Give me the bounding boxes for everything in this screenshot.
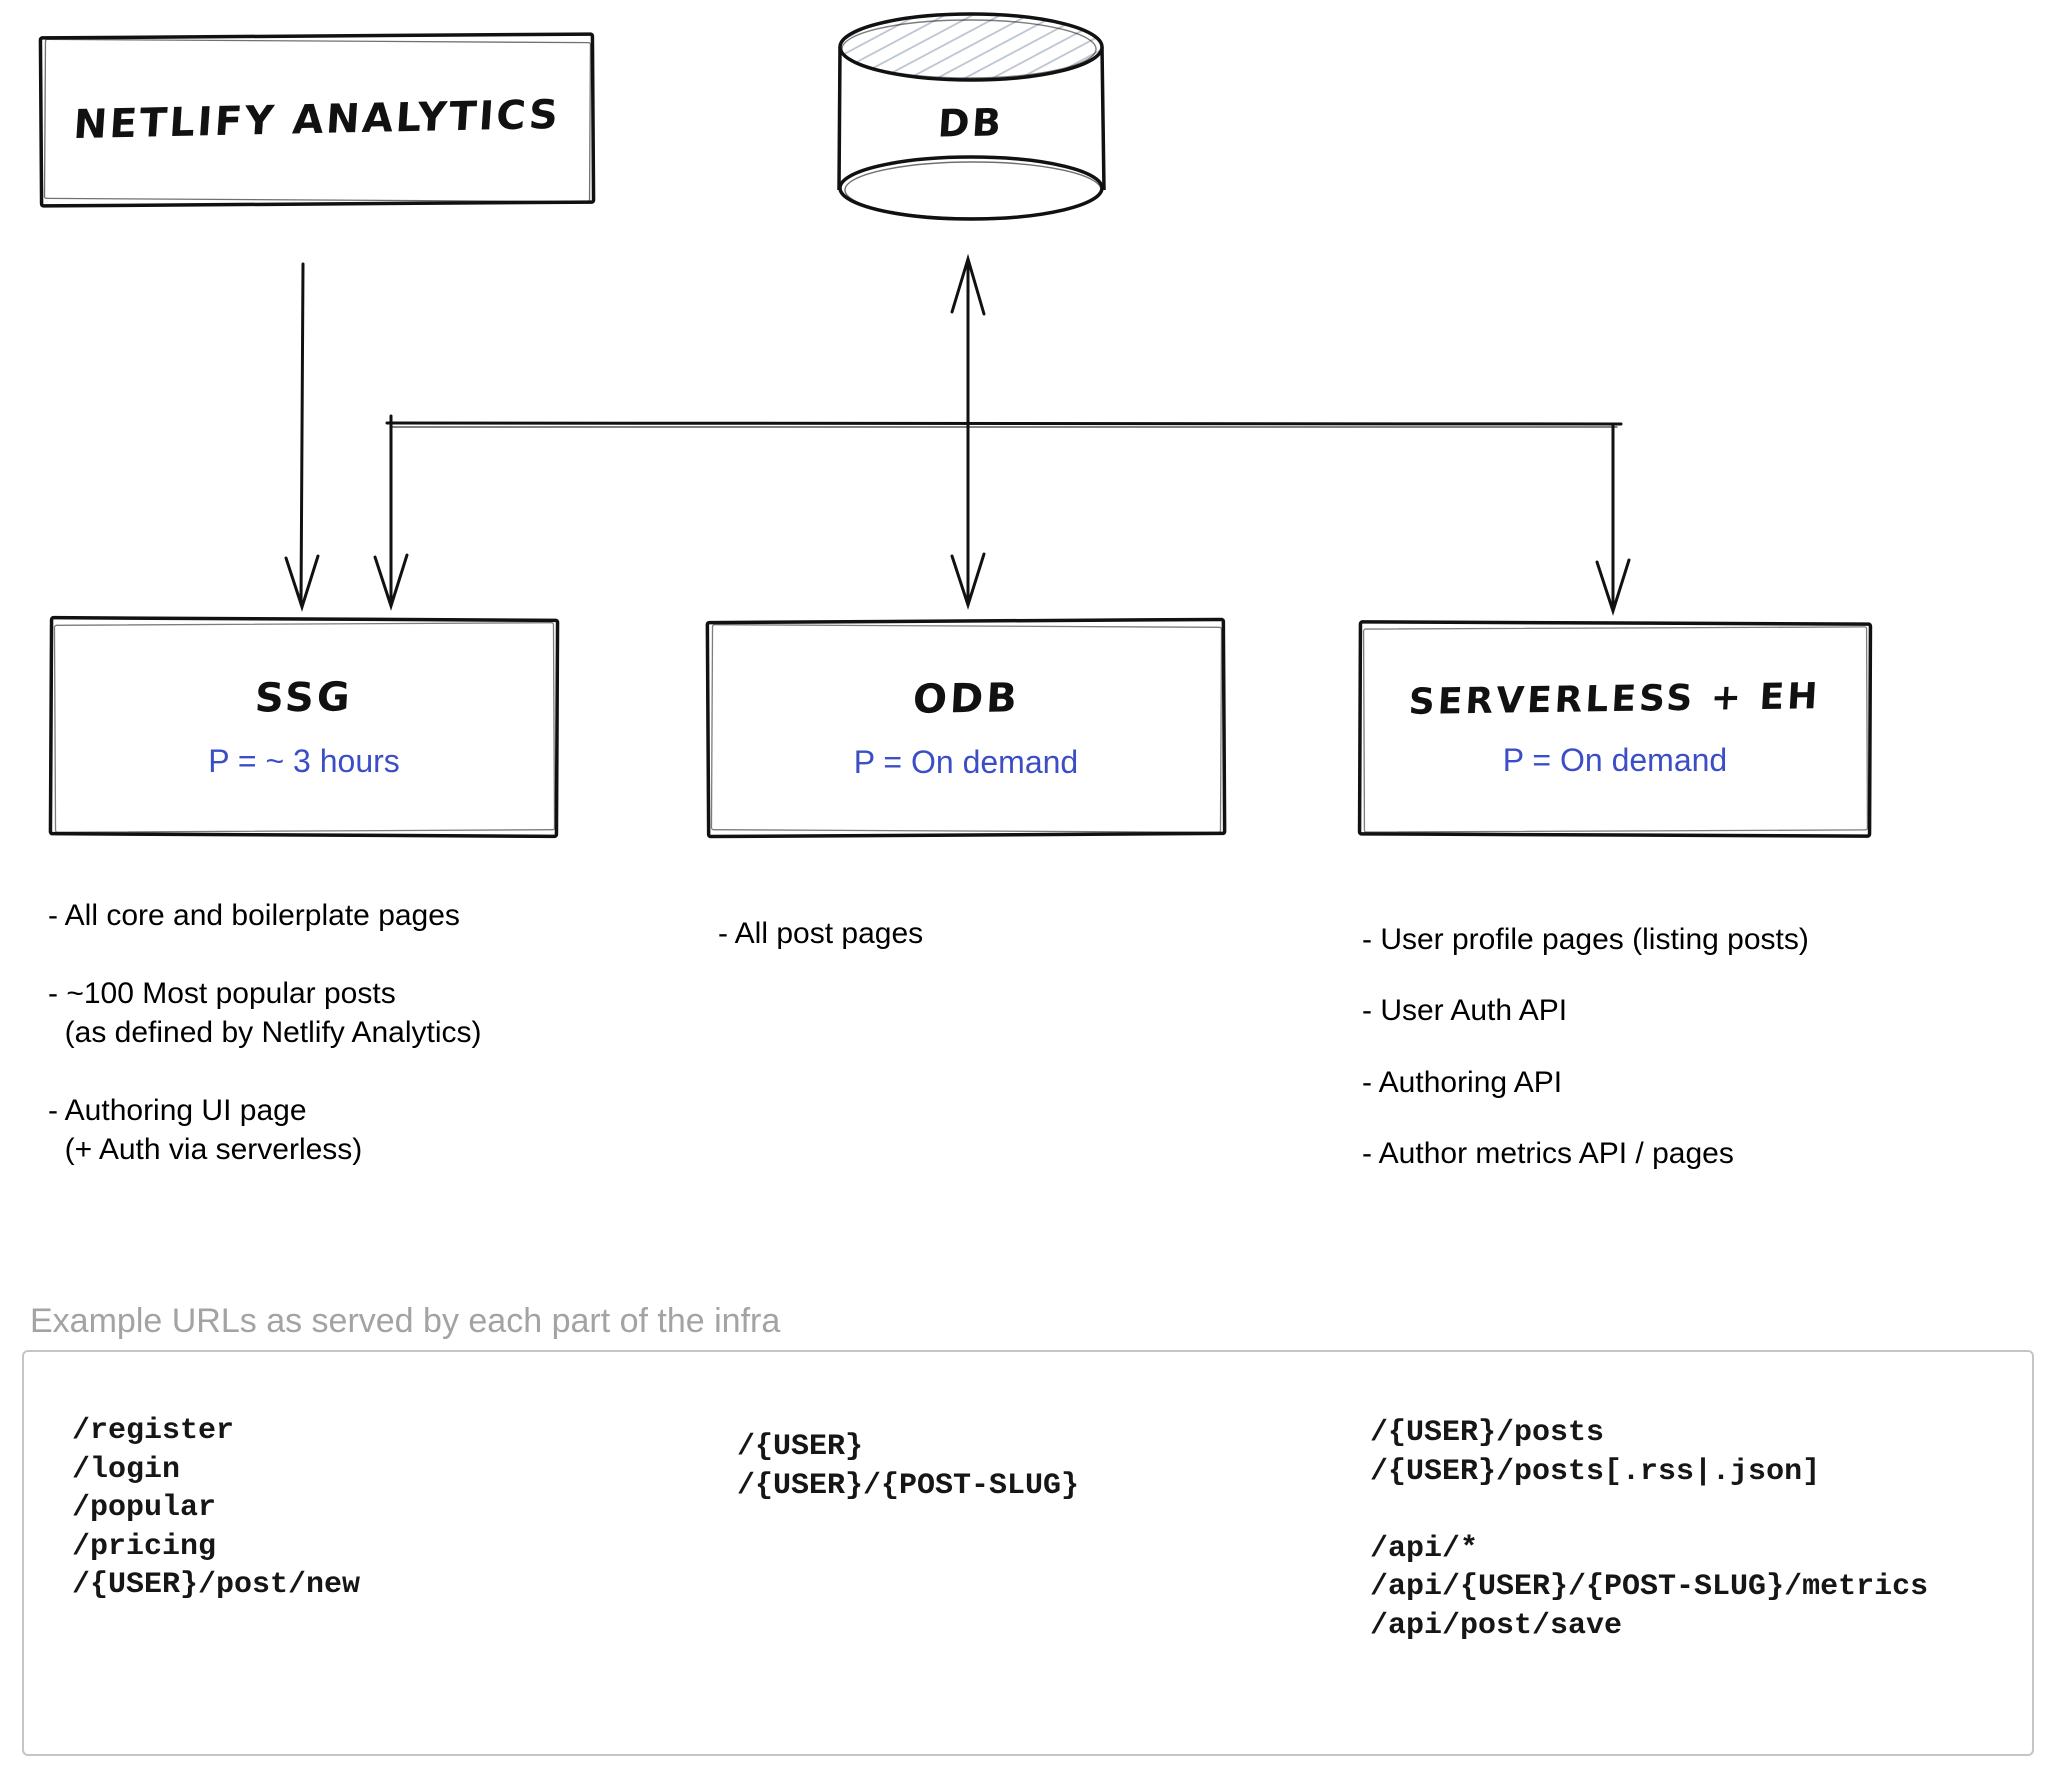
serverless-url-list: /{USER}/posts /{USER}/posts[.rss|.json] … [1370,1416,1929,1643]
ssg-box-outline [48,615,560,839]
db-title-text: DB [936,99,1006,146]
ssg-title: SSG [253,673,355,722]
database-cylinder-icon [837,12,1106,221]
ssg-node: SSG P = ~ 3 hours [50,618,558,836]
odb-url-list: /{USER} /{USER}/{POST-SLUG} [737,1430,1080,1503]
footer-label: Example URLs as served by each part of t… [30,1302,781,1340]
serverless-notes-list: - User profile pages (listing posts) - U… [1362,923,1809,1171]
arrow-netlify-to-ssg [284,262,320,612]
odb-box-outline [705,617,1227,839]
netlify-analytics-box-outline [38,32,596,208]
serverless-schedule: P = On demand [1502,742,1728,778]
arrow-bus-to-serverless [1595,422,1631,616]
ssg-notes-list: - All core and boilerplate pages - ~100 … [48,899,482,1166]
arrow-bus-horizontal [385,421,1623,428]
ssg-url-list: /register /login /popular /pricing /{USE… [72,1414,361,1602]
serverless-node: SERVERLESS + EH P = On demand [1359,622,1871,836]
netlify-analytics-title: NETLIFY ANALYTICS [40,35,594,205]
odb-title: ODB [911,674,1021,723]
example-urls-box [22,1350,2034,1756]
serverless-box-outline [1357,620,1873,838]
serverless-title-text: SERVERLESS + EH [1408,676,1822,723]
db-title: DB [838,60,1104,185]
ssg-schedule: P = ~ 3 hours [208,742,400,779]
connector-arrows [284,253,1631,616]
odb-schedule: P = On demand [853,743,1079,780]
arrow-bus-to-ssg [373,414,409,611]
odb-notes-list: - All post pages [718,917,924,950]
ssg-title-text: SSG [253,673,355,722]
odb-node: ODB P = On demand [707,620,1225,836]
odb-title-text: ODB [911,674,1021,723]
arrow-odb-to-db [950,253,986,610]
serverless-title: SERVERLESS + EH [1408,676,1822,723]
netlify-analytics-title-text: NETLIFY ANALYTICS [72,91,562,149]
